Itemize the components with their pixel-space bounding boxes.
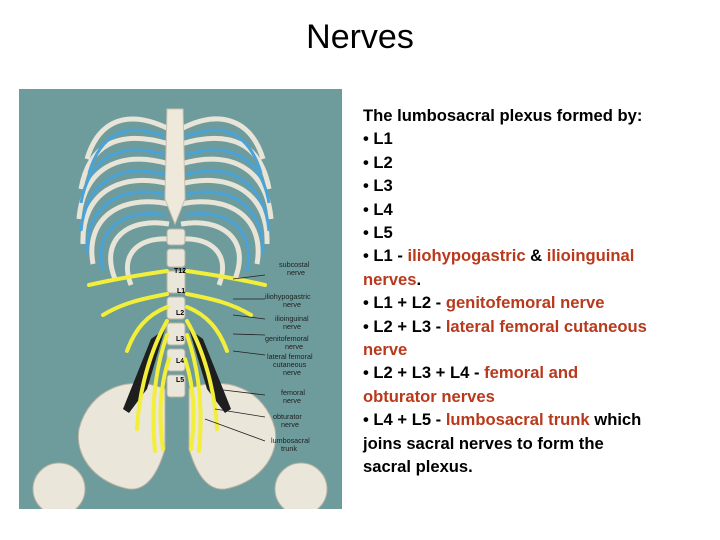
item-l2-l3-l4-line1: • L2 + L3 + L4 - femoral and: [363, 363, 579, 383]
item-l1-line2: nerves.: [363, 269, 422, 289]
term-nerves: nerves: [363, 269, 417, 289]
item-l2-l3-line1: • L2 + L3 - lateral femoral cutaneous: [363, 316, 647, 336]
term-ilioinguinal: ilioinguinal: [546, 246, 635, 266]
label-subcostal: subcostal nerve: [279, 260, 311, 277]
item-l4-l5-line1: • L4 + L5 - lumbosacral trunk which: [363, 410, 642, 430]
label-femoral: femoral nerve: [281, 388, 307, 405]
intercostal-nerves: [79, 128, 271, 272]
label-iliohypogastric: iliohypogastric nerve: [265, 292, 313, 309]
term-iliohypogastric: iliohypogastric: [407, 246, 526, 266]
root-l1: • L1: [363, 129, 393, 149]
lumbosacral-anatomy-figure: T12 L1 L2 L3 L4 L5: [19, 89, 342, 509]
item-l4-l5-line2: joins sacral nerves to form the: [363, 433, 604, 453]
root-l3: • L3: [363, 176, 393, 196]
item-l2-l3-l4-line2: obturator nerves: [363, 385, 708, 408]
item-l4-l5-line3: sacral plexus.: [363, 457, 473, 477]
root-l4: • L4: [363, 199, 393, 219]
heading: The lumbosacral plexus formed by:: [363, 106, 643, 125]
item-l1-l2: • L1 + L2 - genitofemoral nerve: [363, 293, 605, 313]
vertebra-label-l2: L2: [176, 310, 184, 317]
vertebra-label-l1: L1: [177, 288, 185, 295]
term-lateral-femoral-cutaneous: lateral femoral cutaneous: [445, 316, 647, 336]
term-lumbosacral-trunk: lumbosacral trunk: [445, 410, 590, 430]
label-obturator: obturator nerve: [273, 412, 304, 429]
page-title: Nerves: [306, 18, 414, 56]
pelvis: [32, 382, 328, 509]
item-l1-line1: • L1 - iliohypogastric & ilioinguinal: [363, 246, 635, 266]
vertebra-label-l4: L4: [176, 358, 184, 365]
root-l5: • L5: [363, 223, 393, 243]
plexus-description: The lumbosacral plexus formed by: • L1 •…: [363, 104, 708, 479]
vertebra-label-l3: L3: [176, 336, 184, 343]
term-genitofemoral: genitofemoral nerve: [445, 293, 605, 313]
term-obturator: obturator nerves: [363, 386, 495, 406]
skeleton-illustration: T12 L1 L2 L3 L4 L5: [32, 108, 328, 509]
label-lumbosacral-trunk: lumbosacral trunk: [271, 436, 312, 453]
lumbar-nerves: [87, 269, 267, 453]
label-lateral-femoral-cutaneous: lateral femoral cutaneous nerve: [267, 352, 315, 377]
term-femoral: femoral and: [484, 363, 579, 383]
vertebra-label-t12: T12: [174, 268, 186, 275]
vertebra-label-l5: L5: [176, 377, 184, 384]
label-leaders: [204, 274, 266, 442]
sternum: [164, 108, 186, 226]
item-l2-l3-line2: nerve: [363, 340, 408, 360]
root-l2: • L2: [363, 152, 393, 172]
label-genitofemoral: genitofemoral nerve: [265, 334, 311, 351]
label-ilioinguinal: ilioinguinal nerve: [275, 314, 311, 331]
